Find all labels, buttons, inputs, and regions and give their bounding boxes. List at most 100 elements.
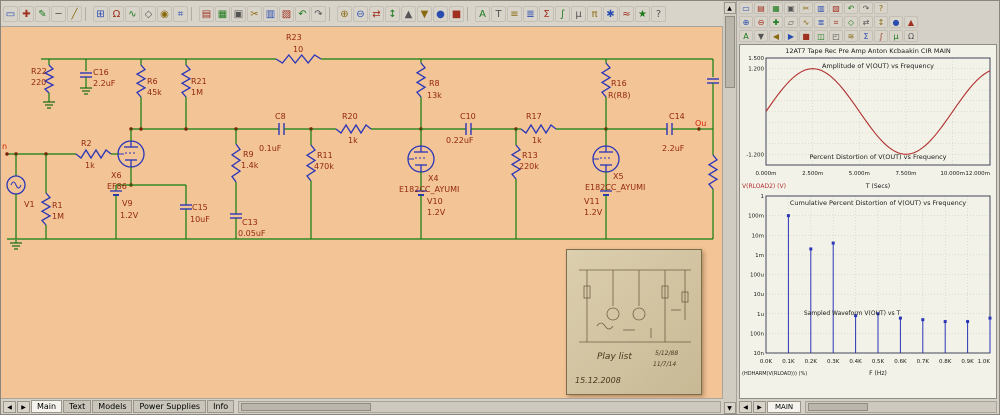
favorites-icon[interactable]: ★ [635,5,650,22]
schematic-horizontal-scrollbar[interactable] [238,400,721,413]
list-icon[interactable]: ≣ [523,5,538,22]
page-tab-main[interactable]: Main [31,400,63,413]
mirror-icon[interactable]: ▼ [417,5,432,22]
y-tick-label: 100u [750,273,764,279]
data-points-icon[interactable]: ≣ [814,16,828,28]
sine-source-icon[interactable]: ∿ [125,5,140,22]
peak-icon[interactable]: ▲ [904,16,918,28]
sum-plot-icon[interactable]: Σ [859,30,873,42]
x-axis-label: F (Hz) [869,370,887,377]
redo-plot-icon[interactable]: ↷ [859,2,873,14]
wire-tool-icon[interactable]: ─ [51,5,66,22]
go-right-icon[interactable]: ▶ [784,30,798,42]
horizontal-scroll-thumb[interactable] [241,402,372,411]
new-plot-icon[interactable]: ▭ [739,2,753,14]
pi-icon[interactable]: π [587,5,602,22]
y-tick-label: 1.500 [748,56,764,62]
page-tab-models[interactable]: Models [92,400,133,413]
node-probe-icon[interactable]: ◉ [157,5,172,22]
vertical-scroll-thumb[interactable] [724,16,735,88]
page-prev-button[interactable]: ◀ [3,400,16,413]
ohm-plot-icon[interactable]: Ω [904,30,918,42]
ac-analysis-icon[interactable]: ≈ [619,5,634,22]
select-tool-icon[interactable]: ▭ [3,5,18,22]
text-mode-icon[interactable]: T [491,5,506,22]
plot-next-button[interactable]: ▶ [753,401,766,413]
text-tool-icon[interactable]: ✎ [35,5,50,22]
undo-icon[interactable]: ↶ [295,5,310,22]
plot-prev-button[interactable]: ◀ [739,401,752,413]
zoom-in-icon[interactable]: ⊕ [337,5,352,22]
stop-icon[interactable]: ■ [449,5,464,22]
copy-icon[interactable]: ▥ [263,5,278,22]
component-menu-icon[interactable]: ⊞ [93,5,108,22]
scroll-up-button[interactable]: ▲ [723,2,736,14]
fourier-icon[interactable]: ≋ [844,30,858,42]
flip-vertical-icon[interactable]: ▲ [401,5,416,22]
cut-icon[interactable]: ✂ [247,5,262,22]
copy-plot-icon[interactable]: ▥ [814,2,828,14]
micro-icon[interactable]: μ [571,5,586,22]
zoom-out-icon[interactable]: ⊖ [353,5,368,22]
page-tab-power-supplies[interactable]: Power Supplies [133,400,207,413]
grid-toggle-icon[interactable]: ⌗ [829,16,843,28]
save-file-icon[interactable]: ▦ [215,5,230,22]
text-annotation-icon[interactable]: A [739,30,753,42]
tag-point-icon[interactable]: ● [889,16,903,28]
run-probe-icon[interactable]: ● [433,5,448,22]
print-icon[interactable]: ▣ [231,5,246,22]
split-view-icon[interactable]: ◫ [814,30,828,42]
diagonal-wire-icon[interactable]: ╱ [67,5,82,22]
crosshair-icon[interactable]: ✚ [19,5,34,22]
plot-horizontal-scrollbar[interactable] [805,401,997,413]
micro-plot-icon[interactable]: μ [889,30,903,42]
schematic-vertical-scrollbar[interactable]: ▲ ▼ [723,1,737,414]
paste-plot-icon[interactable]: ▧ [829,2,843,14]
print-plot-icon[interactable]: ▣ [784,2,798,14]
valley-icon[interactable]: ▼ [754,30,768,42]
analysis-icon[interactable]: ✱ [603,5,618,22]
pan-horizontal-icon[interactable]: ⇄ [369,5,384,22]
plot-scroll-thumb[interactable] [808,403,869,411]
cut-plot-icon[interactable]: ✂ [799,2,813,14]
page-next-button[interactable]: ▶ [17,400,30,413]
menu-icon[interactable]: ≡ [507,5,522,22]
plot-zoom-in-icon[interactable]: ⊕ [739,16,753,28]
horizontal-cursor-icon[interactable]: ⇄ [859,16,873,28]
go-left-icon[interactable]: ◀ [769,30,783,42]
open-file-icon[interactable]: ▤ [199,5,214,22]
open-icon[interactable]: ▤ [754,2,768,14]
diode-tool-icon[interactable]: ◇ [141,5,156,22]
plot-zoom-out-icon[interactable]: ⊖ [754,16,768,28]
resistor-tool-icon[interactable]: Ω [109,5,124,22]
help-icon[interactable]: ? [651,5,666,22]
select-region-icon[interactable]: ▱ [784,16,798,28]
integral-plot-icon[interactable]: ∫ [874,30,888,42]
help-plot-icon[interactable]: ? [874,2,888,14]
integral-icon[interactable]: ∫ [555,5,570,22]
scroll-down-button[interactable]: ▼ [723,402,736,414]
plot-tab-main[interactable]: MAIN [767,401,802,413]
page-tab-info[interactable]: Info [207,400,235,413]
x-tick-label: 0.1K [782,359,795,365]
redo-icon[interactable]: ↷ [311,5,326,22]
sum-icon[interactable]: Σ [539,5,554,22]
pan-vertical-icon[interactable]: ↕ [385,5,400,22]
paste-icon[interactable]: ▧ [279,5,294,22]
waveform-icon[interactable]: ∿ [799,16,813,28]
undo-plot-icon[interactable]: ↶ [844,2,858,14]
grid-icon[interactable]: ⌗ [173,5,188,22]
vertical-cursor-icon[interactable]: ↕ [874,16,888,28]
tokens-icon[interactable]: ◇ [844,16,858,28]
plot2-annotation: Sampled Waveform V(OUT) vs T [804,310,901,317]
top-tag-icon[interactable]: ◰ [829,30,843,42]
save-icon[interactable]: ▦ [769,2,783,14]
cursor-mode-icon[interactable]: ✚ [769,16,783,28]
stop-plot-icon[interactable]: ■ [799,30,813,42]
attribute-text-icon[interactable]: A [475,5,490,22]
page-tab-text[interactable]: Text [63,400,92,413]
